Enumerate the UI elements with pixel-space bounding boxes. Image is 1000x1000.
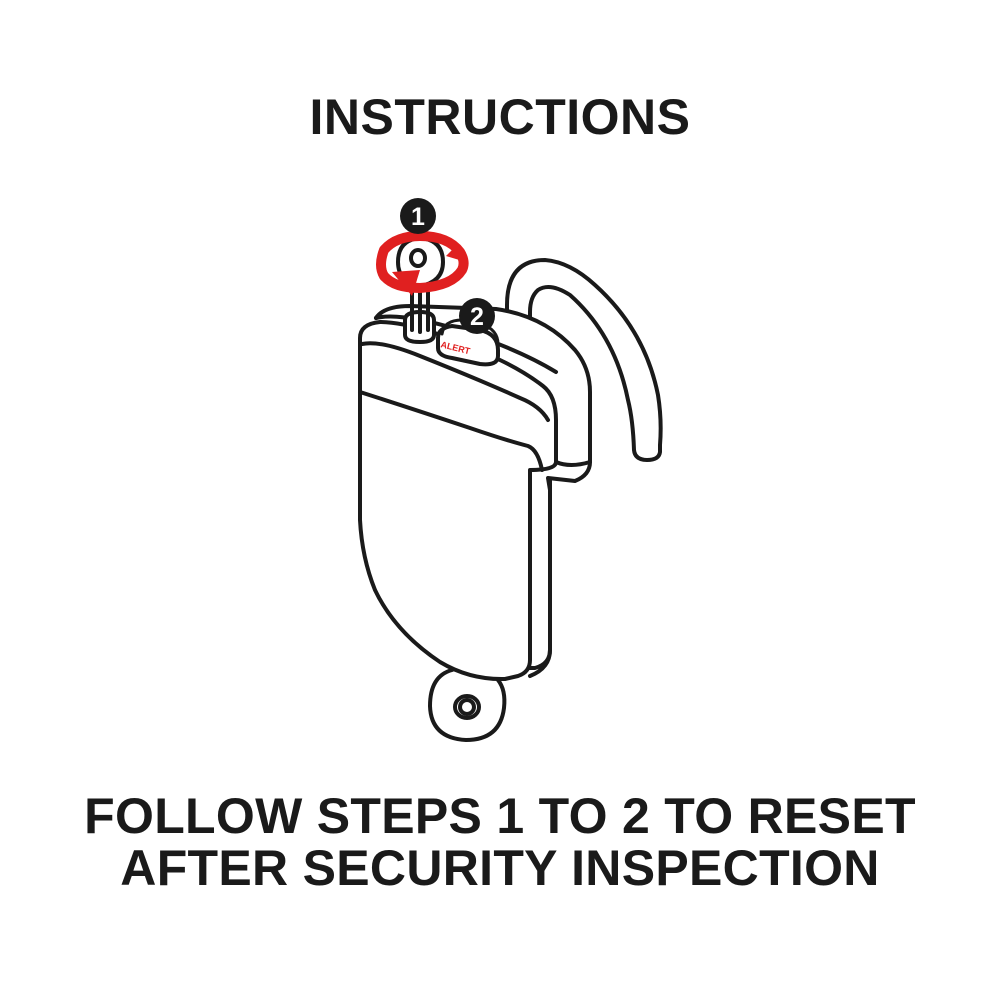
step-1-number: 1 — [411, 203, 425, 231]
reset-instruction-caption: FOLLOW STEPS 1 TO 2 TO RESET AFTER SECUR… — [0, 790, 1000, 894]
step-2-number: 2 — [470, 303, 484, 331]
page-title: INSTRUCTIONS — [309, 89, 691, 145]
caption-line-2: AFTER SECURITY INSPECTION — [120, 840, 880, 896]
caption-line-1: FOLLOW STEPS 1 TO 2 TO RESET — [84, 788, 916, 844]
spare-key-icon — [428, 668, 507, 742]
shackle — [505, 258, 663, 462]
rotate-arrow-icon — [376, 231, 469, 296]
padlock-icon — [358, 304, 592, 682]
step-1-badge: 1 — [400, 198, 436, 234]
step-2-badge: 2 — [459, 298, 495, 334]
